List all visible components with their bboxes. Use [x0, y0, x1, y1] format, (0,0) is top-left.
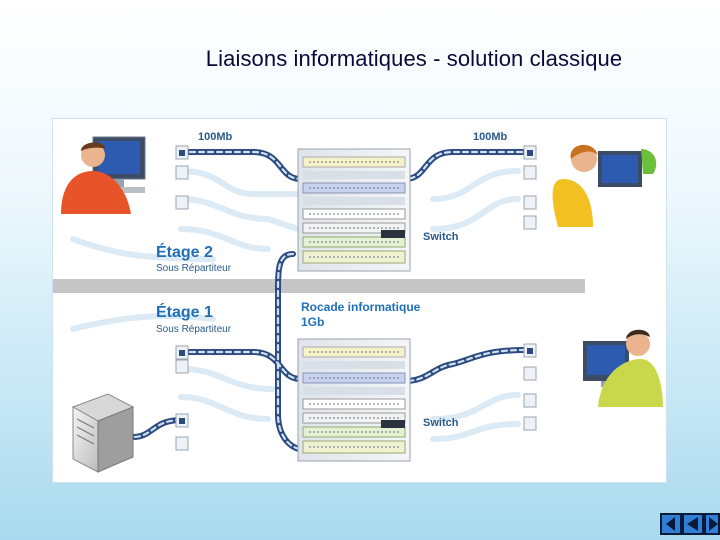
server-tower: [71, 393, 135, 473]
user-top-right: [552, 144, 657, 227]
floor-separator: [53, 279, 585, 293]
backbone-label-line1: Rocade informatique: [301, 300, 421, 314]
floor2-subtitle: Sous Répartiteur: [156, 263, 232, 274]
previous-button[interactable]: [660, 513, 682, 535]
rack-bottom: [297, 338, 411, 462]
user-bottom-right: [583, 329, 663, 407]
floor2-title: Étage 2: [156, 242, 213, 261]
switch-label-top: Switch: [423, 231, 459, 243]
next-button[interactable]: [704, 513, 720, 535]
wall-outlets: [175, 145, 537, 451]
network-diagram: 100Mb 100Mb Étage 2 Sous Répartiteur Éta…: [53, 119, 666, 482]
rack-top: [297, 148, 411, 272]
return-button[interactable]: [682, 513, 704, 535]
slide-title: Liaisons informatiques - solution classi…: [205, 46, 623, 71]
background-traces: [70, 168, 521, 442]
switch-label-bottom: Switch: [423, 417, 459, 429]
floor1-subtitle: Sous Répartiteur: [156, 324, 232, 335]
backbone-label-line2: 1Gb: [301, 315, 324, 329]
floor1-title: Étage 1: [156, 302, 213, 321]
speed-label-right: 100Mb: [473, 131, 508, 143]
user-top-left: [61, 136, 146, 214]
speed-label-left: 100Mb: [198, 131, 233, 143]
